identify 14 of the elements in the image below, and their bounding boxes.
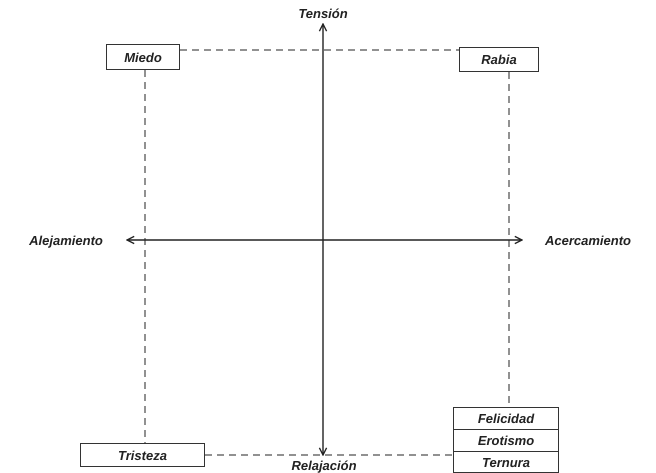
emotion-box: Felicidad — [453, 407, 559, 430]
axis-label: Relajación — [283, 457, 365, 473]
axis-label: Acercamiento — [525, 231, 651, 249]
emotion-box: Ternura — [453, 451, 559, 473]
emotion-box: Erotismo — [453, 429, 559, 452]
emotion-box: Rabia — [459, 47, 539, 72]
emotion-box: Miedo — [106, 44, 180, 70]
dashed-line — [144, 70, 146, 444]
emotion-box: Tristeza — [80, 443, 205, 467]
axis-label: Tensión — [290, 4, 356, 22]
axis-label: Alejamiento — [8, 231, 124, 249]
dashed-line — [204, 454, 454, 456]
axis-arrow — [318, 23, 328, 456]
axis-arrow — [126, 236, 523, 244]
